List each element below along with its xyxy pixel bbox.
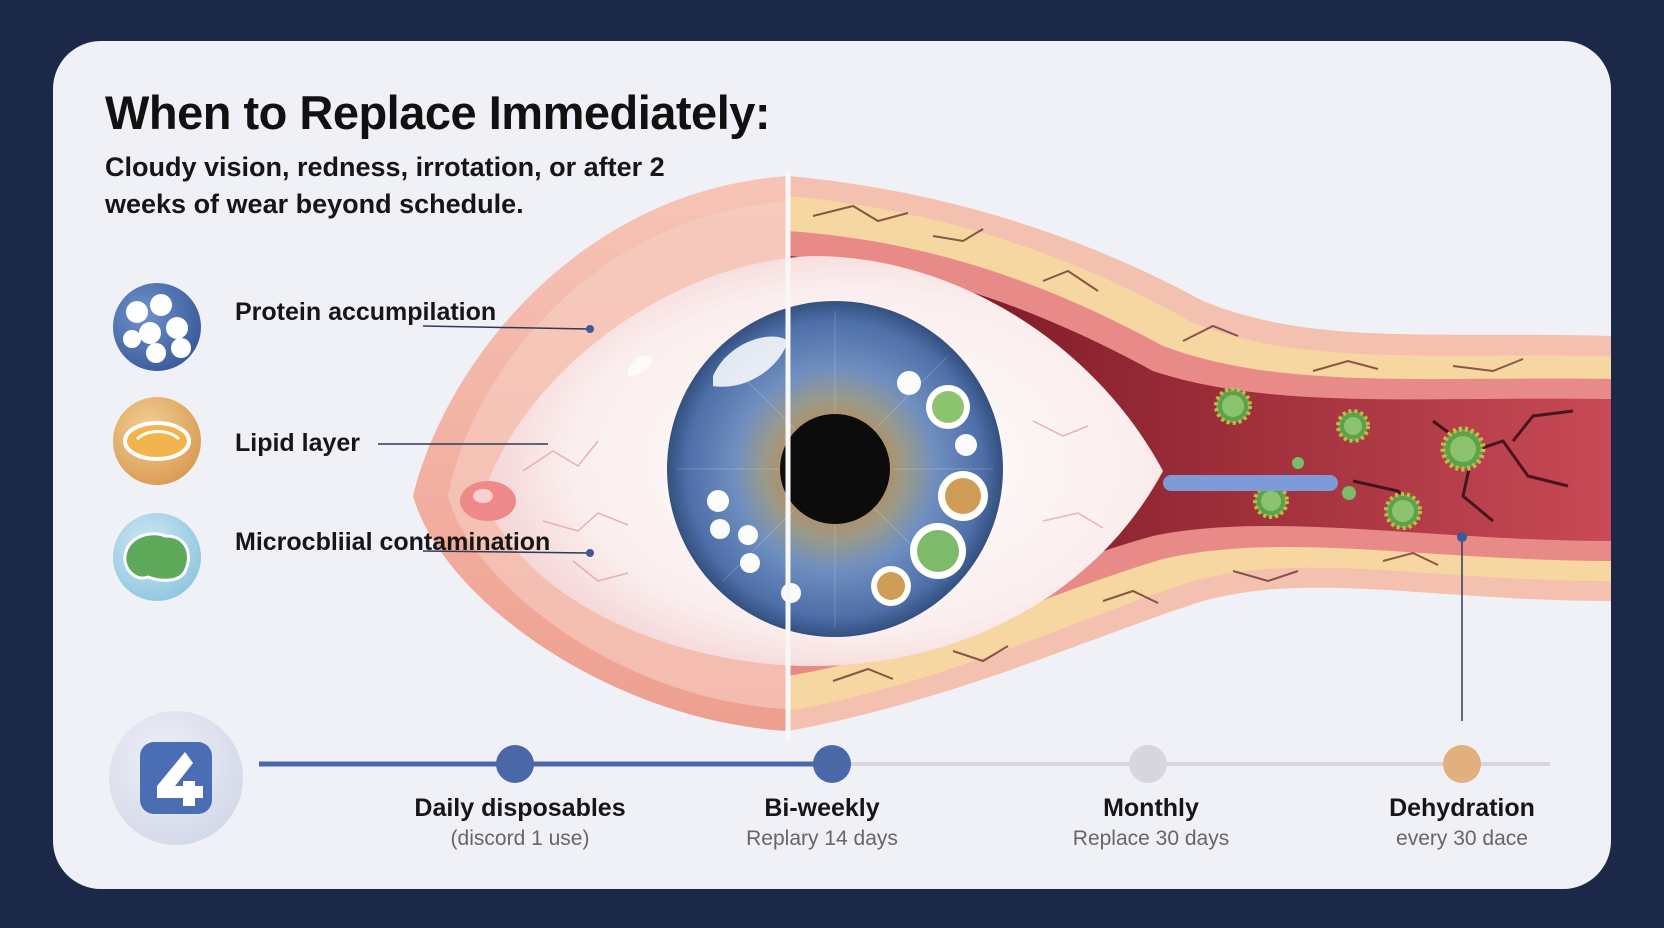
stage-sub-daily: (discord 1 use) <box>450 827 590 850</box>
infographic-card: When to Replace Immediately: Cloudy visi… <box>53 41 1611 889</box>
timeline-marker-4 <box>1443 745 1481 783</box>
page-subtitle: Cloudy vision, redness, irrotation, or a… <box>105 152 665 219</box>
eye <box>413 176 1163 731</box>
microbe-cluster <box>1214 387 1486 530</box>
lipid-icon <box>113 397 201 485</box>
stage-sub-biweekly: Replary 14 days <box>746 827 898 850</box>
replacement-timeline <box>109 711 1550 845</box>
eye-illustration <box>109 171 1611 845</box>
page-title: When to Replace Immediately: <box>105 86 771 139</box>
leader-lines <box>378 325 1467 721</box>
pupil <box>780 414 890 524</box>
lipid-label: Lipid layer <box>235 429 361 457</box>
stage-sub-monthly: Replace 30 days <box>1072 827 1230 850</box>
stage-title-dehydration: Dehydration <box>1389 794 1535 822</box>
stage-sub-dehydration: every 30 dace <box>1396 827 1528 850</box>
contact-lens-edge <box>1163 475 1338 491</box>
protein-label: Protein accumpilation <box>235 298 497 326</box>
timeline-marker-1 <box>496 745 534 783</box>
timeline-marker-2 <box>813 745 851 783</box>
stage-title-monthly: Monthly <box>1103 794 1199 822</box>
timeline-marker-3 <box>1129 745 1167 783</box>
stage-title-daily: Daily disposables <box>414 794 626 822</box>
microbe-label: Microcbliial contamination <box>235 528 551 556</box>
microbe-icon <box>113 513 201 601</box>
stage-title-biweekly: Bi-weekly <box>764 794 880 822</box>
protein-icon <box>113 283 201 371</box>
